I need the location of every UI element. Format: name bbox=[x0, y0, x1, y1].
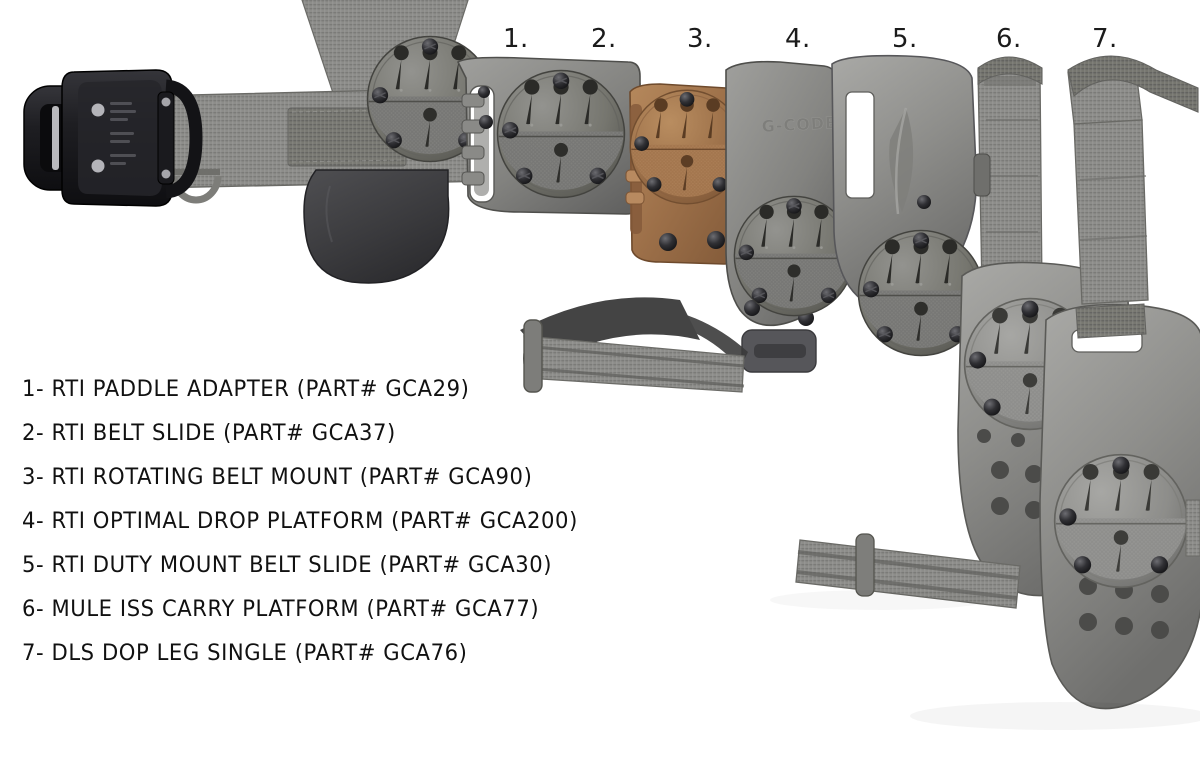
legend-item-2: 2- RTI BELT SLIDE (PART# GCA37) bbox=[22, 421, 396, 446]
legend-item-6: 6- MULE ISS CARRY PLATFORM (PART# GCA77) bbox=[22, 597, 540, 622]
callout-1: 1. bbox=[503, 24, 529, 54]
rti-paddle-adapter bbox=[303, 35, 494, 284]
svg-text:G-CODE: G-CODE bbox=[761, 113, 837, 136]
rti-belt-slide bbox=[456, 56, 641, 215]
rti-rotating-belt-mount bbox=[625, 83, 745, 265]
upper-belt-strap bbox=[301, 0, 469, 151]
rti-duty-mount-belt-slide bbox=[831, 54, 985, 357]
callout-5: 5. bbox=[892, 24, 918, 54]
cobra-buckle bbox=[23, 69, 203, 207]
callout-2: 2. bbox=[591, 24, 617, 54]
callout-7: 7. bbox=[1092, 24, 1118, 54]
dls-dop-leg-single bbox=[1039, 55, 1200, 710]
duty-belt-webbing bbox=[149, 83, 641, 204]
legend-item-5: 5- RTI DUTY MOUNT BELT SLIDE (PART# GCA3… bbox=[22, 553, 553, 578]
callout-4: 4. bbox=[785, 24, 811, 54]
legend-item-7: 7- DLS DOP LEG SINGLE (PART# GCA76) bbox=[22, 641, 468, 666]
callout-3: 3. bbox=[687, 24, 713, 54]
product-legend-list: 1- RTI PADDLE ADAPTER (PART# GCA29) 2- R… bbox=[22, 368, 622, 676]
legend-item-1: 1- RTI PADDLE ADAPTER (PART# GCA29) bbox=[22, 377, 470, 402]
legend-item-4: 4- RTI OPTIMAL DROP PLATFORM (PART# GCA2… bbox=[22, 509, 578, 534]
rti-optimal-drop-platform: G-CODE bbox=[520, 60, 855, 393]
mule-iss-carry-platform bbox=[795, 56, 1136, 609]
legend-item-3: 3- RTI ROTATING BELT MOUNT (PART# GCA90) bbox=[22, 465, 533, 490]
callout-6: 6. bbox=[996, 24, 1022, 54]
